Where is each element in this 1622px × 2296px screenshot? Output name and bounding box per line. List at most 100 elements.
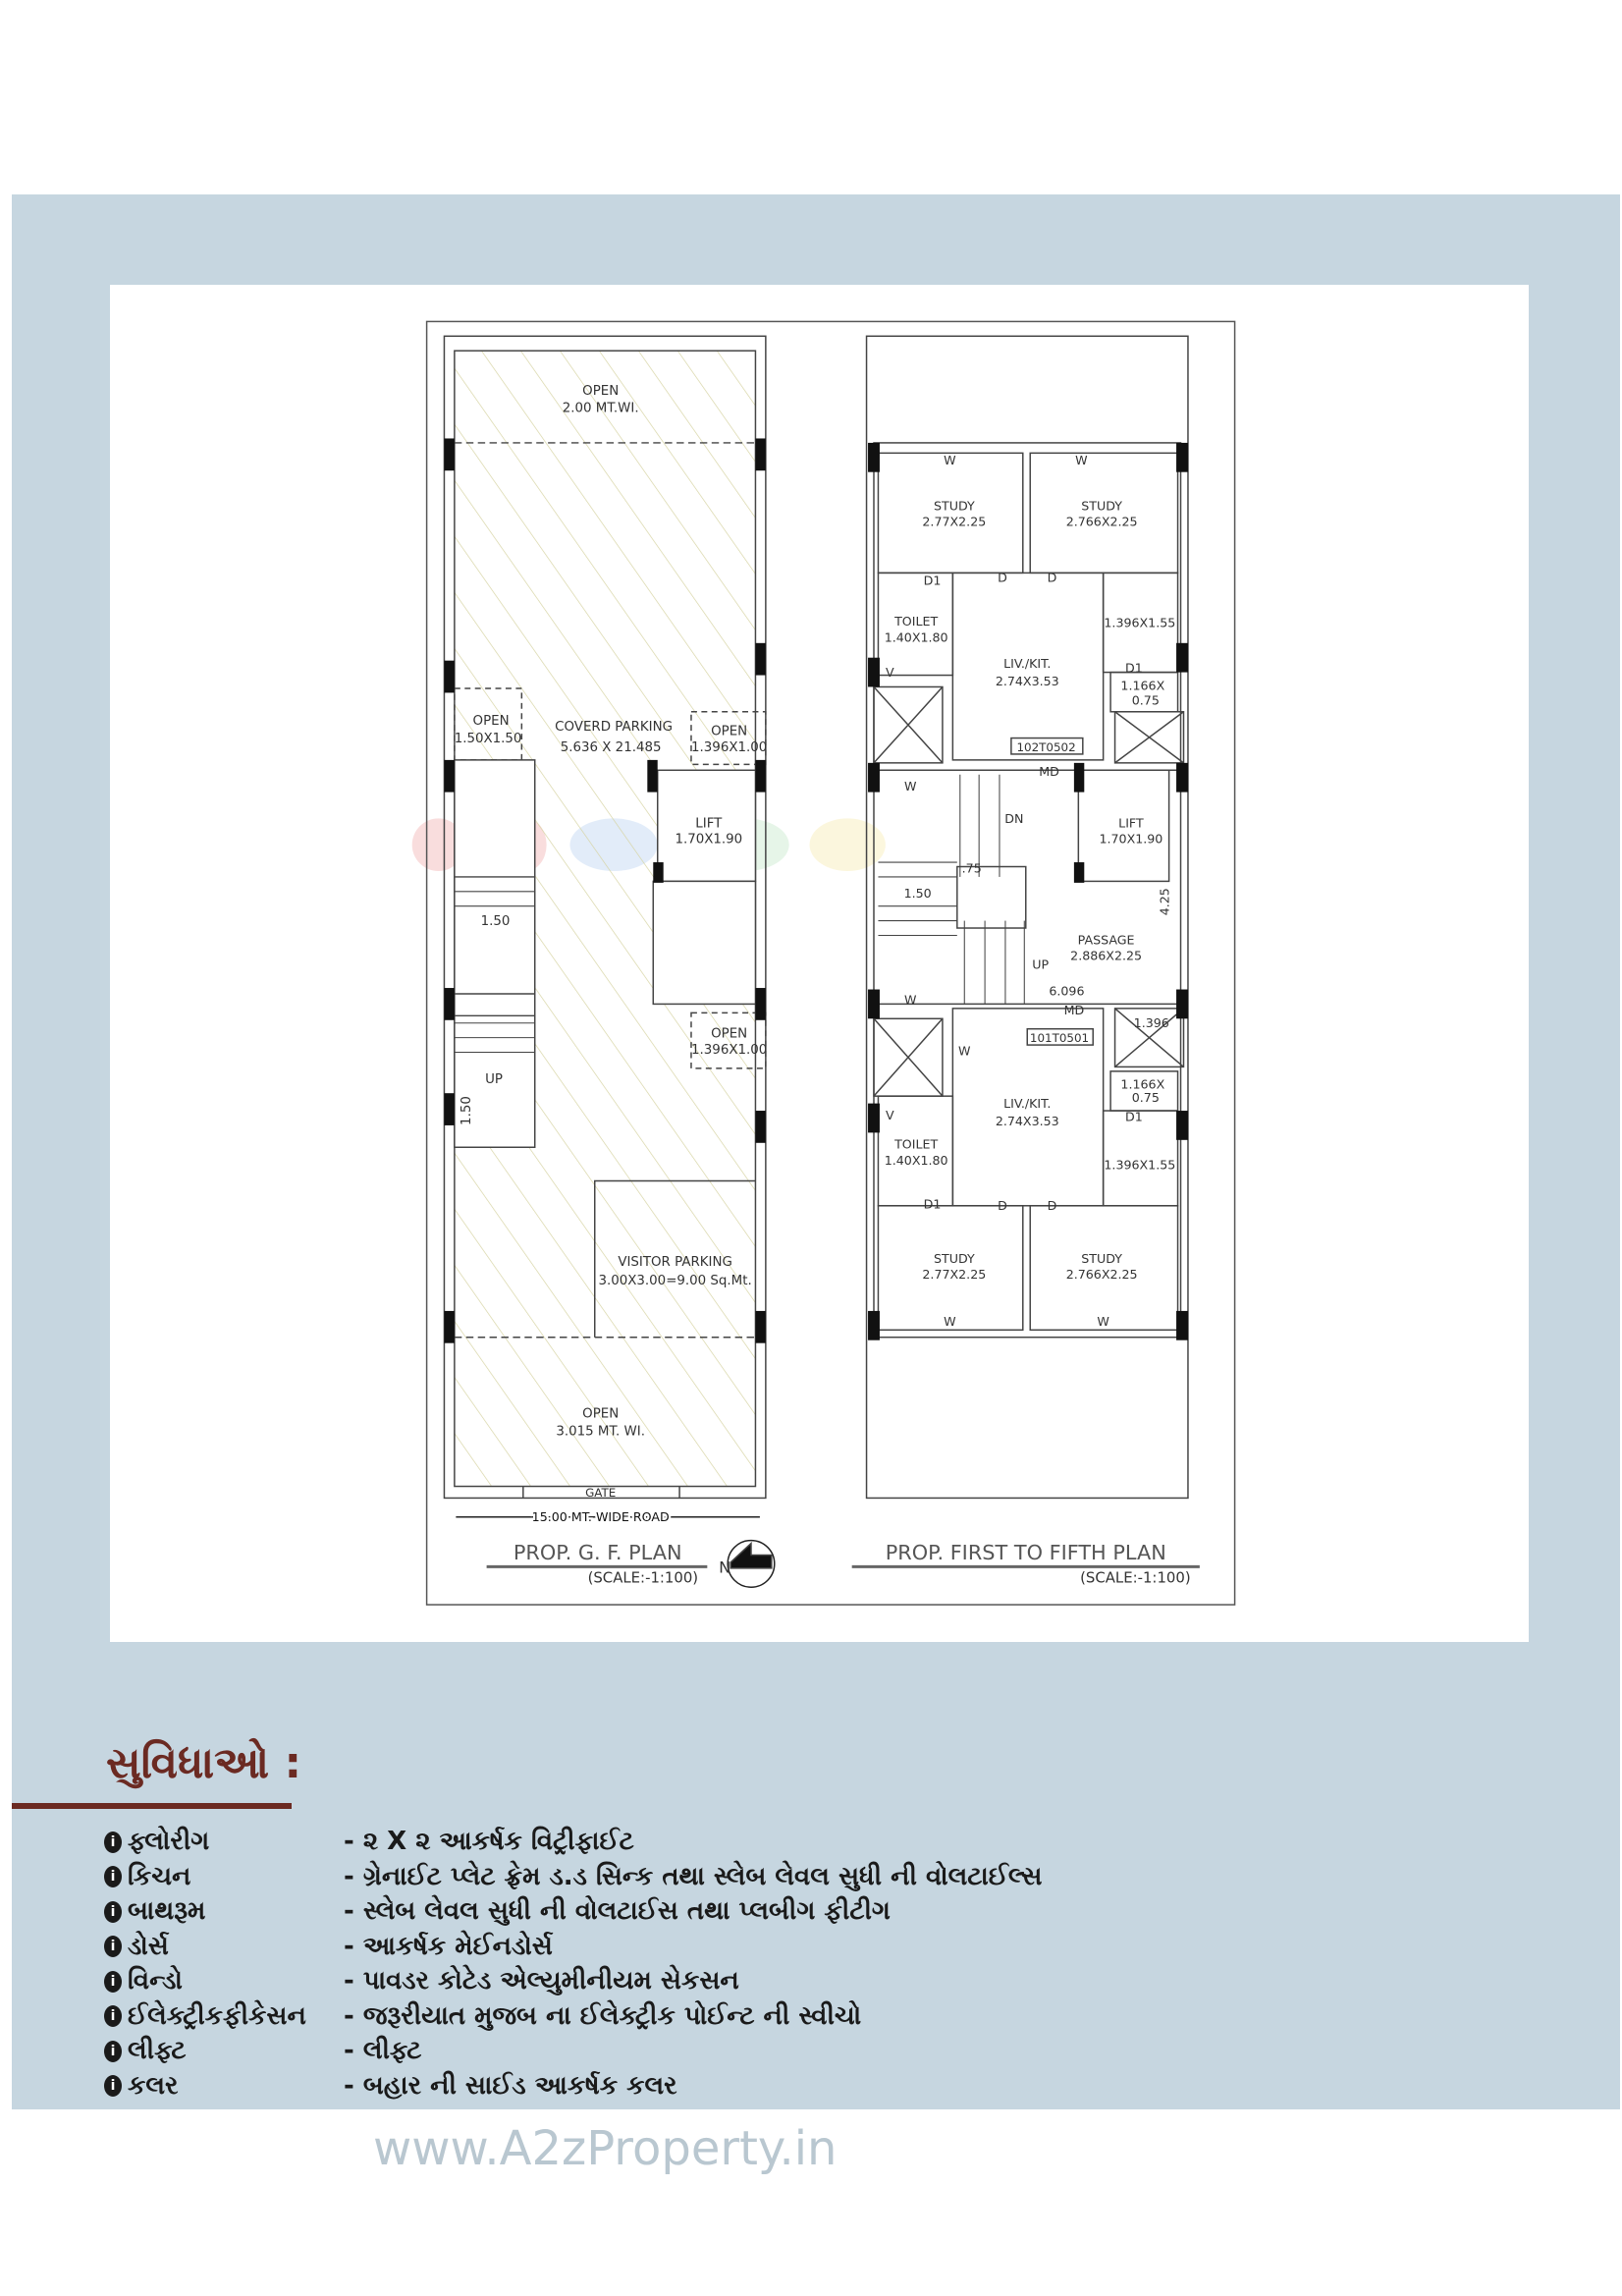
amenity-item: i ફ્લોરીગ - ૨ X ૨ આકર્ષક વિટ્રીફાઈટ bbox=[104, 1827, 634, 1862]
gf-lift-dim: 1.70X1.90 bbox=[675, 833, 742, 847]
amenity-description: - પાવડર કોટેડ એલ્યુમીનીયમ સેકસન bbox=[344, 1966, 739, 1995]
gf-stair-up: UP bbox=[485, 1072, 503, 1087]
gf-covered-parking-label: COVERD PARKING bbox=[555, 720, 673, 735]
info-bullet-icon: i bbox=[104, 2005, 122, 2027]
tf-main-door-label: MD bbox=[1064, 1003, 1085, 1017]
tf-window-label: W bbox=[944, 1314, 956, 1329]
tf-window-label: W bbox=[904, 779, 917, 793]
tf-window-label: W bbox=[944, 453, 956, 467]
gf-road-label: 15.00 MT. WIDE ROAD bbox=[532, 1509, 670, 1524]
tf-small-dim: 1.166X bbox=[1120, 1077, 1164, 1092]
amenity-name: ઈલેક્ટ્રીકફીકેસન bbox=[128, 2000, 306, 2031]
tf-door-label: D bbox=[1048, 570, 1057, 584]
gf-open-right2-label: OPEN bbox=[711, 1027, 747, 1042]
tf-door-label: D1 bbox=[924, 573, 942, 587]
gf-lift-label: LIFT bbox=[695, 816, 723, 831]
tf-door-label: D1 bbox=[1125, 661, 1143, 676]
url-watermark: www.A2zProperty.in bbox=[373, 2121, 838, 2176]
info-bullet-icon: i bbox=[104, 2075, 122, 2097]
gf-gate-label: GATE bbox=[585, 1486, 616, 1500]
tf-vent-label: V bbox=[886, 1108, 894, 1122]
gf-covered-parking-dim: 5.636 X 21.485 bbox=[561, 740, 662, 755]
tf-flat-number: 101T0501 bbox=[1030, 1031, 1089, 1045]
tf-door-label: D bbox=[1048, 1198, 1057, 1213]
tf-small-dim: 0.75 bbox=[1132, 1090, 1160, 1105]
gf-visitor-parking-dim: 3.00X3.00=9.00 Sq.Mt. bbox=[598, 1274, 751, 1288]
amenity-name: લીફ્ટ bbox=[128, 2036, 187, 2065]
plan-card bbox=[110, 285, 1529, 1642]
tf-study-label: STUDY bbox=[1081, 1251, 1122, 1266]
tf-door-label: D1 bbox=[1125, 1109, 1143, 1123]
info-bullet-icon: i bbox=[104, 1936, 122, 1957]
typical-floor-plan bbox=[865, 335, 1189, 1500]
tf-dim-425: 4.25 bbox=[1158, 888, 1172, 915]
gf-plan-scale: (SCALE:-1:100) bbox=[588, 1569, 699, 1587]
amenity-description: - લીફ્ટ bbox=[344, 2036, 422, 2065]
gf-open-right2-dim: 1.396X1.00 bbox=[691, 1043, 767, 1058]
tf-dim-6096: 6.096 bbox=[1049, 983, 1084, 998]
tf-passage-label: PASSAGE bbox=[1078, 932, 1135, 947]
tf-window-label: W bbox=[904, 992, 917, 1007]
gf-open-left-label: OPEN bbox=[473, 714, 510, 729]
tf-toilet-label: TOILET bbox=[893, 614, 938, 629]
tf-lift-dim: 1.70X1.90 bbox=[1099, 832, 1162, 847]
tf-door-label: D bbox=[998, 1198, 1007, 1213]
tf-small-dim: 0.75 bbox=[1132, 692, 1160, 707]
info-bullet-icon: i bbox=[104, 1900, 122, 1923]
amenity-name: બાથરૂમ bbox=[128, 1896, 206, 1926]
tf-study-label: STUDY bbox=[934, 498, 975, 513]
tf-study-dim: 2.766X2.25 bbox=[1066, 515, 1138, 529]
info-bullet-icon: i bbox=[104, 1831, 122, 1853]
tf-toilet-dim: 1.40X1.80 bbox=[885, 1153, 948, 1168]
tf-lift-label: LIFT bbox=[1118, 815, 1144, 830]
tf-study-dim: 2.77X2.25 bbox=[922, 1267, 986, 1282]
amenities-title: સુવિધાઓ : bbox=[106, 1738, 302, 1788]
gf-open-left-dim: 1.50X1.50 bbox=[455, 732, 522, 746]
tf-toilet-label: TOILET bbox=[893, 1137, 938, 1152]
tf-plan-scale: (SCALE:-1:100) bbox=[1080, 1569, 1191, 1587]
tf-passage-dim: 2.886X2.25 bbox=[1070, 949, 1142, 963]
tf-main-door-label: MD bbox=[1039, 764, 1059, 779]
gf-open-bottom-dim: 3.015 MT. WI. bbox=[556, 1424, 645, 1439]
amenities-title-underline bbox=[12, 1803, 292, 1809]
gf-plan-title: PROP. G. F. PLAN bbox=[514, 1541, 682, 1564]
gf-stair-width-2: 1.50 bbox=[460, 1096, 474, 1125]
gf-open-top-dim: 2.00 MT.WI. bbox=[563, 402, 639, 416]
info-bullet-icon: i bbox=[104, 1970, 122, 1993]
gf-open-top-label: OPEN bbox=[582, 384, 619, 399]
amenity-name: કલર bbox=[128, 2070, 179, 2101]
amenity-description: - સ્લેબ લેવલ સુધી ની વોલટાઈસ તથા પ્લબીગ … bbox=[344, 1896, 891, 1926]
tf-vent-label: V bbox=[886, 665, 894, 680]
north-label: N bbox=[719, 1558, 730, 1576]
tf-study-dim: 2.77X2.25 bbox=[922, 515, 986, 529]
tf-window-label: W bbox=[1097, 1314, 1109, 1329]
gf-stair-width: 1.50 bbox=[481, 914, 511, 929]
tf-study-label: STUDY bbox=[934, 1251, 975, 1266]
tf-study-dim: 2.766X2.25 bbox=[1066, 1267, 1138, 1282]
amenity-item: i ડોર્સ - આકર્ષક મેઈનડોર્સ bbox=[104, 1932, 553, 1967]
amenity-name: ડોર્સ bbox=[128, 1931, 169, 1961]
tf-door-label: D1 bbox=[924, 1197, 942, 1212]
gf-open-right1-label: OPEN bbox=[711, 725, 747, 739]
tf-stair-width: 1.50 bbox=[904, 886, 932, 901]
amenity-description: - આકર્ષક મેઈનડોર્સ bbox=[344, 1931, 553, 1961]
tf-door-label: D bbox=[998, 570, 1007, 584]
gf-visitor-parking-label: VISITOR PARKING bbox=[618, 1255, 732, 1270]
amenity-name: વિન્ડો bbox=[128, 1966, 183, 1995]
amenity-name: ફ્લોરીગ bbox=[128, 1827, 210, 1856]
tf-livkit-label: LIV./KIT. bbox=[1003, 1096, 1051, 1111]
tf-toilet-dim: 1.40X1.80 bbox=[885, 629, 948, 644]
tf-stair-dn: DN bbox=[1004, 811, 1023, 826]
tf-livkit-dim: 2.74X3.53 bbox=[996, 1114, 1059, 1128]
tf-window-label: W bbox=[1075, 453, 1088, 467]
ground-floor-plan bbox=[443, 335, 767, 1518]
amenity-description: - ગ્રેનાઈટ પ્લેટ ફ્રેમ ડ.ડ સિન્ક તથા સ્લ… bbox=[344, 1861, 1043, 1891]
amenity-name: કિચન bbox=[128, 1861, 191, 1891]
gf-open-right1-dim: 1.396X1.00 bbox=[691, 740, 767, 755]
amenity-description: - ૨ X ૨ આકર્ષક વિટ્રીફાઈટ bbox=[344, 1827, 634, 1856]
tf-livkit-label: LIV./KIT. bbox=[1003, 656, 1051, 671]
tf-plan-title: PROP. FIRST TO FIFTH PLAN bbox=[886, 1541, 1166, 1564]
